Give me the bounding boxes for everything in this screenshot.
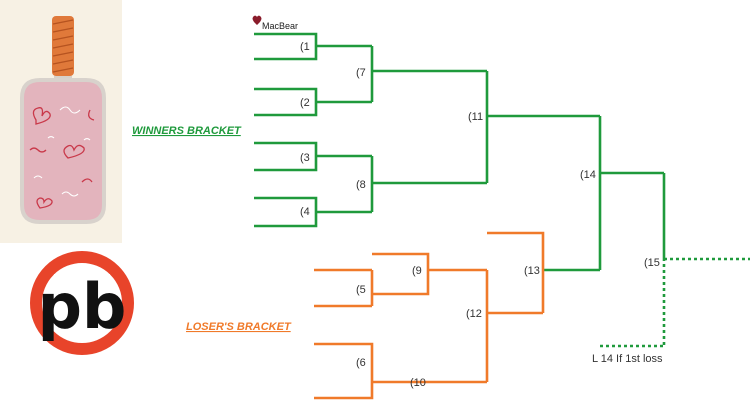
losers-bracket-title: LOSER'S BRACKET <box>186 321 292 333</box>
match-label-6: (6 <box>356 357 366 369</box>
winners-bracket-lines <box>254 32 666 272</box>
paddle-image-panel <box>0 0 122 243</box>
pb-logo: pb <box>30 251 134 355</box>
match-label-13: (13 <box>524 265 540 277</box>
final-loss-note: L 14 If 1st loss <box>592 353 663 365</box>
match-label-3: (3 <box>300 152 310 164</box>
match-label-10: (10 <box>410 377 426 389</box>
match-label-4: (4 <box>300 206 310 218</box>
logo-text: pb <box>38 270 127 343</box>
bear-icon <box>252 15 262 25</box>
logo-ring <box>30 251 134 355</box>
match-label-5: (5 <box>356 284 366 296</box>
match-label-1: (1 <box>300 41 310 53</box>
brand-tag: MacBear <box>252 15 298 31</box>
match-label-8: (8 <box>356 179 366 191</box>
match-label-15: (15 <box>644 257 660 269</box>
match-label-7: (7 <box>356 67 366 79</box>
losers-bracket-lines <box>314 231 545 400</box>
match-label-2: (2 <box>300 97 310 109</box>
match-label-14: (14 <box>580 169 596 181</box>
pickleball-paddle-image <box>20 16 106 224</box>
match-label-9: (9 <box>412 265 422 277</box>
match-label-11: (11 <box>468 111 483 123</box>
brand-name: MacBear <box>262 21 298 31</box>
winners-bracket-title: WINNERS BRACKET <box>132 125 242 137</box>
final-dashed-lines <box>600 257 750 348</box>
match-label-12: (12 <box>466 308 482 320</box>
